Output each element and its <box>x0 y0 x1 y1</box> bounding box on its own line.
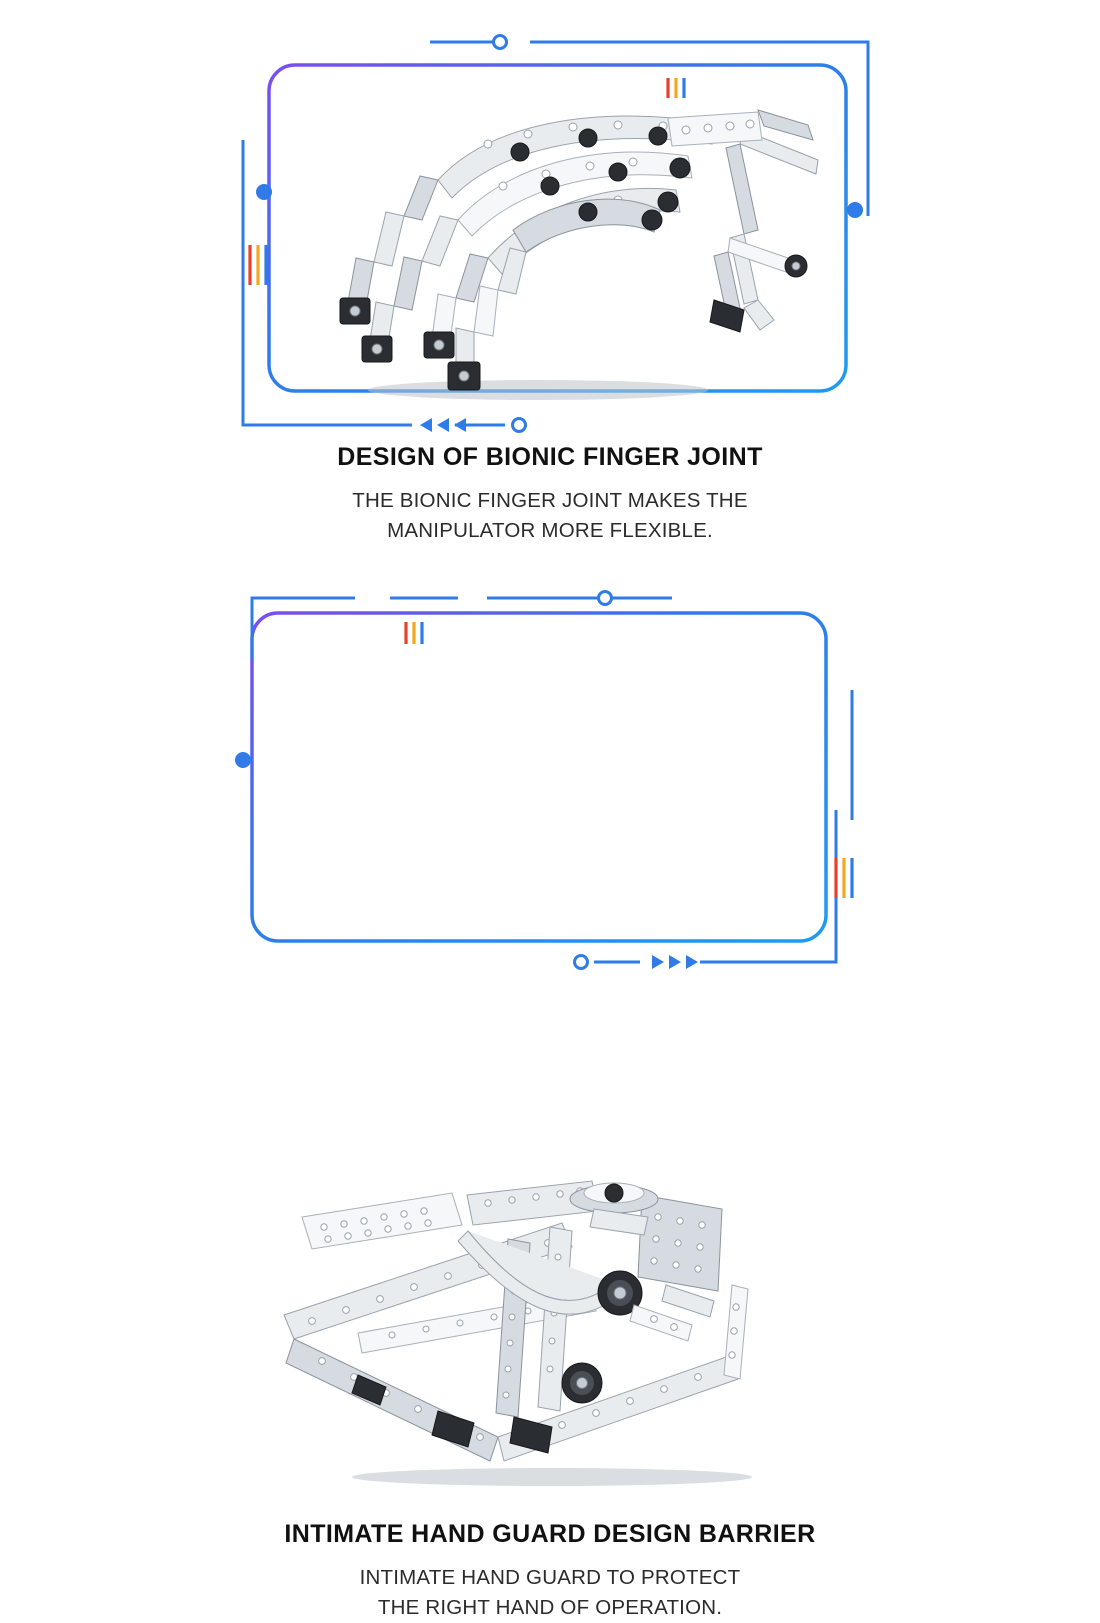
arrow-right-group <box>652 955 698 969</box>
product-image-hand-guard-chassis <box>262 1165 822 1495</box>
feature-section-intimate-hand-guard: INTIMATE HAND GUARD DESIGN BARRIER INTIM… <box>0 545 1100 1619</box>
feature-body-1-line-2: MANIPULATOR MORE FLEXIBLE. <box>387 519 713 542</box>
robot-hand-illustration <box>339 109 819 400</box>
feature-body-1-line-1: THE BIONIC FINGER JOINT MAKES THE <box>352 489 748 512</box>
image-frame-2 <box>0 570 1100 1486</box>
caption-block-1: DESIGN OF BIONIC FINGER JOINT THE BIONIC… <box>0 443 1100 546</box>
caption-block-2: INTIMATE HAND GUARD DESIGN BARRIER INTIM… <box>0 1520 1100 1623</box>
feature-body-1: THE BIONIC FINGER JOINT MAKES THE MANIPU… <box>0 486 1100 546</box>
robot-chassis-illustration <box>283 1180 752 1486</box>
feature-title-1: DESIGN OF BIONIC FINGER JOINT <box>337 443 763 471</box>
image-frame-1 <box>0 20 1100 440</box>
product-image-bionic-hand <box>288 70 836 410</box>
feature-body-2-line-1: INTIMATE HAND GUARD TO PROTECT <box>359 1566 741 1589</box>
feature-body-2: INTIMATE HAND GUARD TO PROTECT THE RIGHT… <box>0 1563 1100 1623</box>
feature-body-2-line-2: THE RIGHT HAND OF OPERATION. <box>377 1596 723 1619</box>
feature-section-bionic-finger-joint: DESIGN OF BIONIC FINGER JOINT THE BIONIC… <box>0 0 1100 560</box>
feature-title-2: INTIMATE HAND GUARD DESIGN BARRIER <box>284 1520 816 1548</box>
decoration-frame-2 <box>235 590 854 970</box>
decoration-frame-1 <box>241 34 870 433</box>
arrow-left-group <box>420 418 466 432</box>
